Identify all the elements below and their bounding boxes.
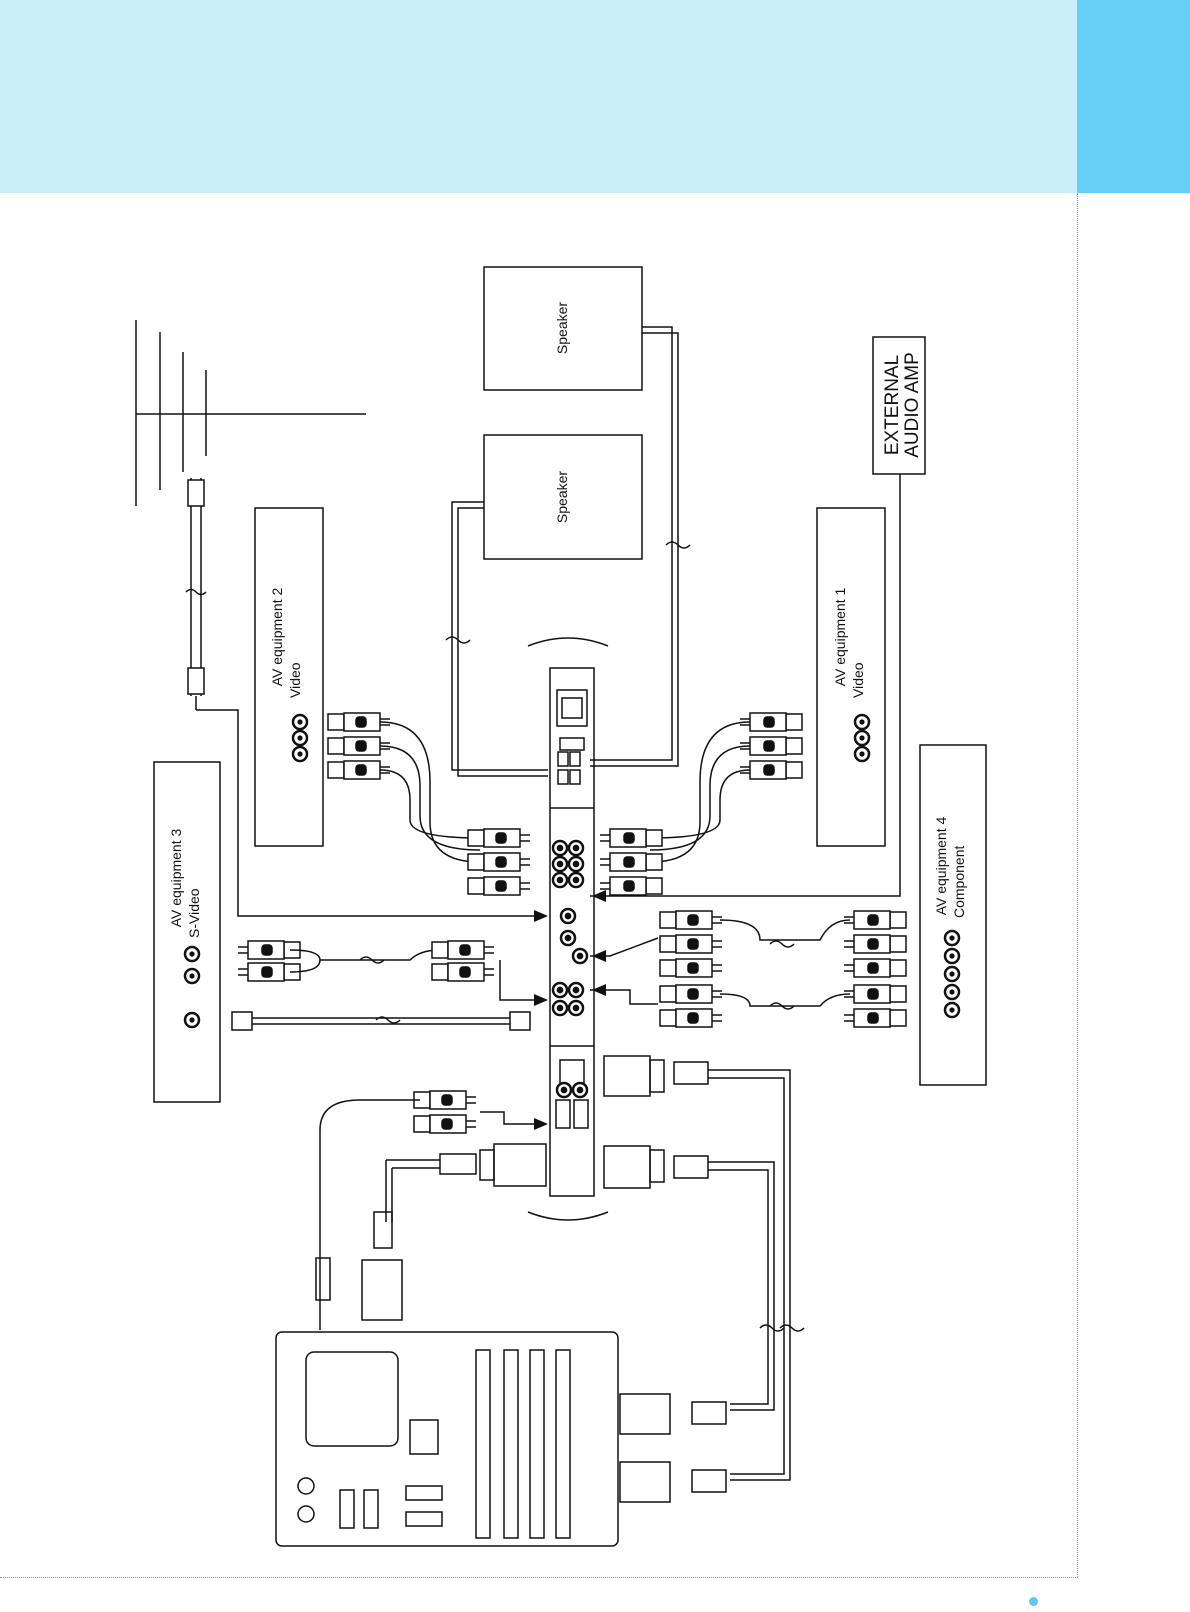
speaker-bottom-label: Speaker (554, 471, 570, 523)
av-equipment-1-subtitle: Video (850, 662, 866, 698)
av-equipment-1-title: AV equipment 1 (832, 588, 848, 687)
coax-cable (186, 478, 534, 916)
av-equipment-2-subtitle: Video (287, 662, 303, 698)
av-equipment-2-title: AV equipment 2 (269, 588, 285, 687)
av-equipment-3-title: AV equipment 3 (168, 829, 184, 928)
pc-tower (276, 1332, 726, 1546)
av-equipment-4-subtitle: Component (951, 846, 967, 918)
tv-panel-jacks (553, 841, 587, 1097)
speaker-top-label: Speaker (554, 302, 570, 354)
av3-cables (232, 941, 540, 1030)
pc-audio-cable (316, 1091, 540, 1330)
external-amp-line1: EXTERNAL (882, 355, 903, 455)
antenna (136, 320, 366, 506)
av-equipment-4-title: AV equipment 4 (933, 817, 949, 916)
tv-rear-panel (528, 638, 608, 1220)
cable-break-marks (360, 941, 804, 1331)
av4-cables (590, 911, 906, 1027)
external-amp-line2: AUDIO AMP (902, 352, 923, 458)
av2-rca-cables (328, 713, 530, 895)
speaker-wires (446, 327, 690, 776)
av-equipment-3-subtitle: S-Video (186, 888, 202, 938)
av1-rca-cables (600, 713, 802, 895)
